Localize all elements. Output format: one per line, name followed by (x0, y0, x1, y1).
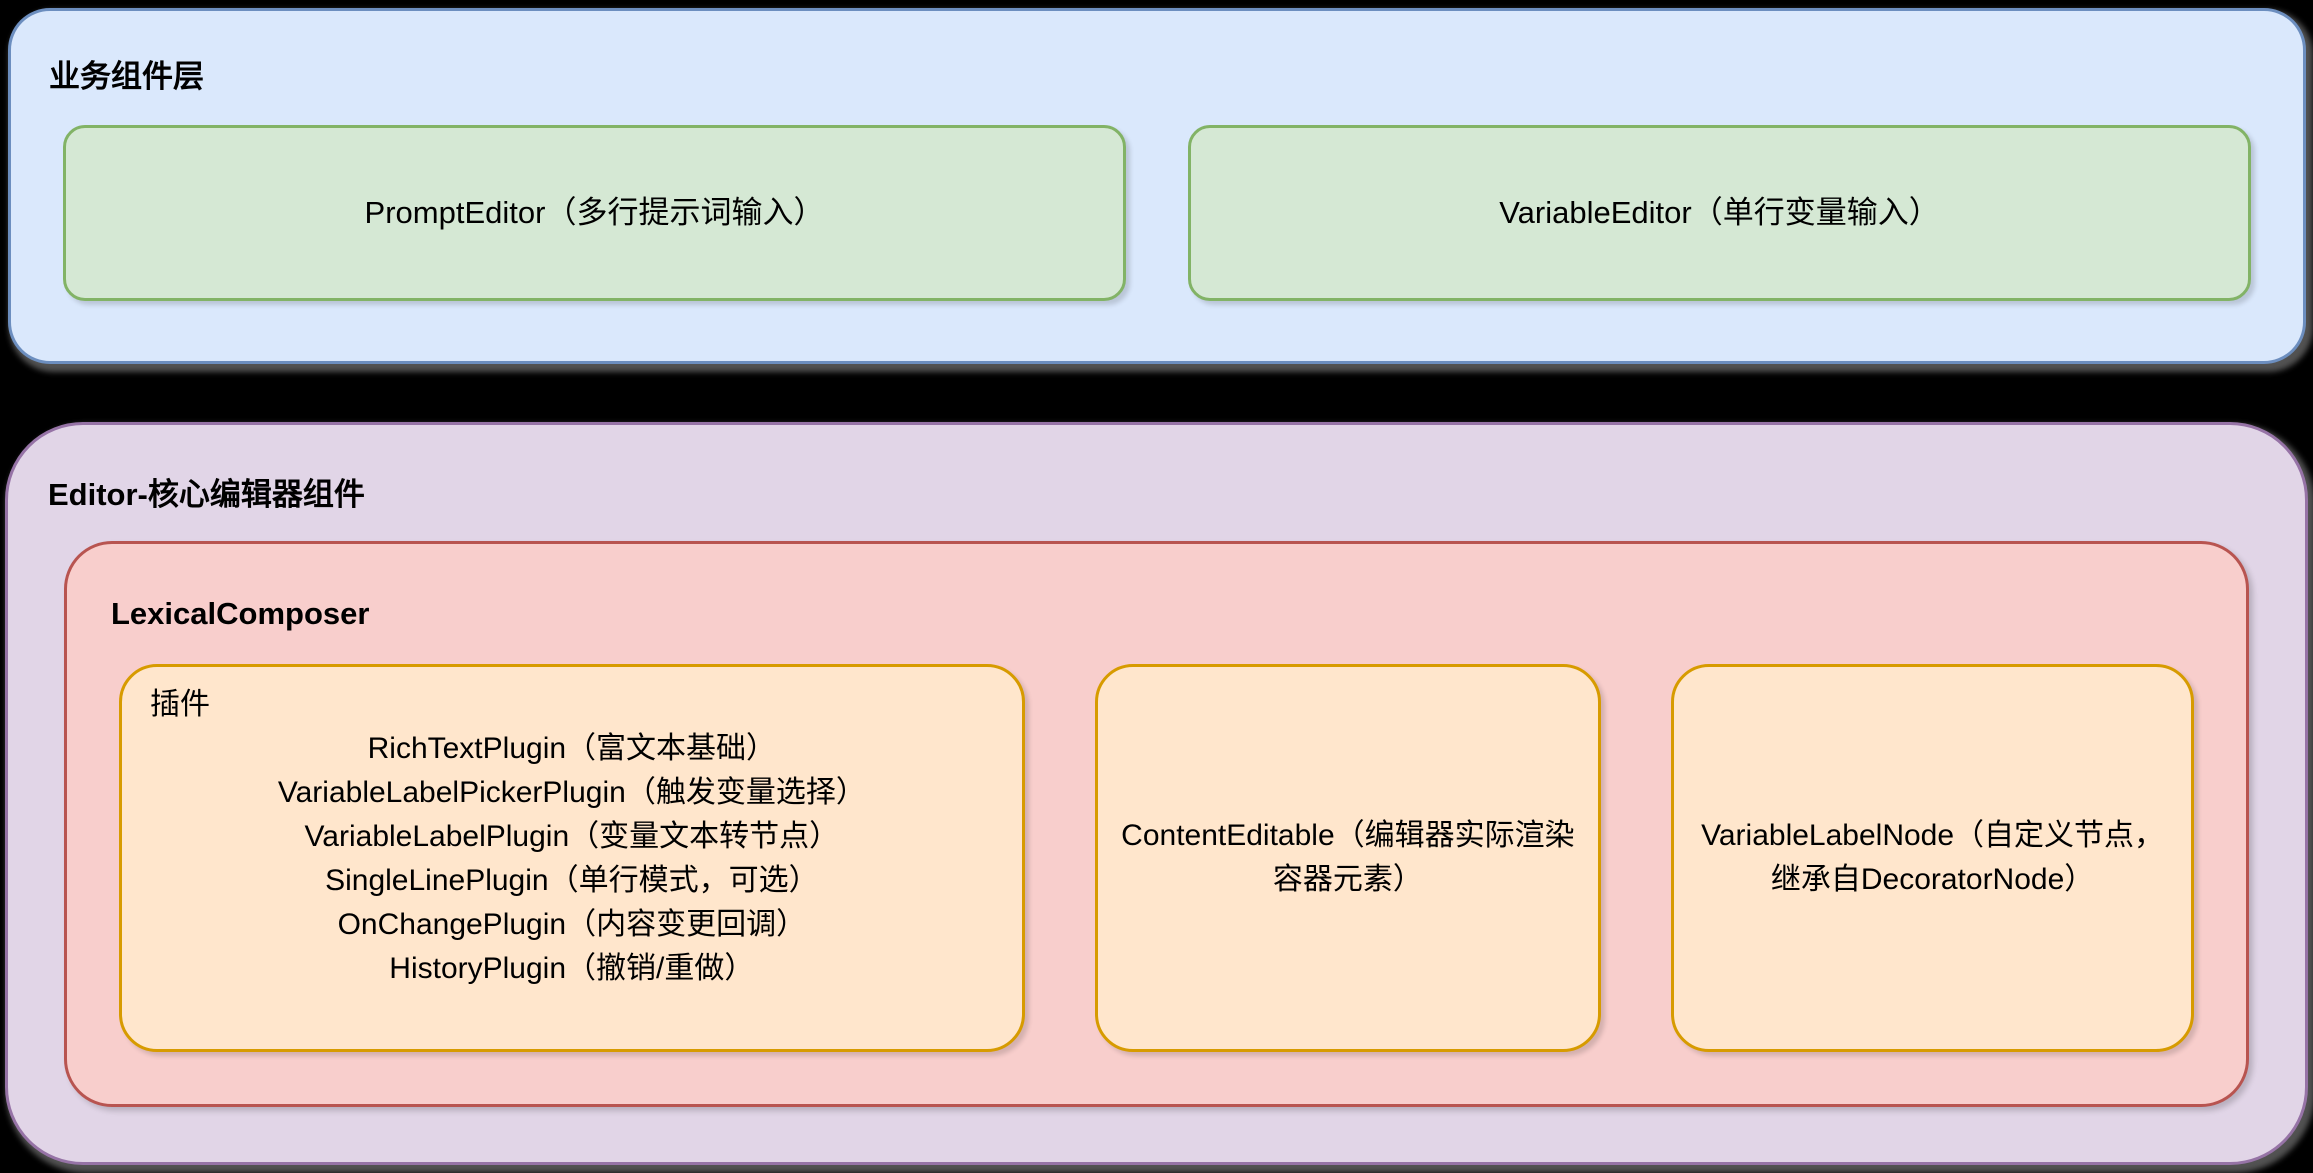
lexical-composer-title: LexicalComposer (111, 596, 370, 631)
plugins-box: 插件 RichTextPlugin（富文本基础） VariableLabelPic… (119, 664, 1025, 1052)
variable-label-node-label: VariableLabelNode（自定义节点，继承自DecoratorNode… (1701, 819, 2165, 896)
content-editable-label: ContentEditable（编辑器实际渲染容器元素） (1121, 819, 1575, 896)
plugins-list: RichTextPlugin（富文本基础） VariableLabelPicker… (150, 727, 994, 991)
plugin-list-item: SingleLinePlugin（单行模式，可选） (325, 864, 819, 897)
plugin-list-item: HistoryPlugin（撤销/重做） (389, 952, 755, 985)
lexical-composer-box: LexicalComposer 插件 RichTextPlugin（富文本基础）… (64, 541, 2249, 1107)
plugin-list-item: OnChangePlugin（内容变更回调） (337, 908, 807, 941)
editor-layer-title: Editor-核心编辑器组件 (48, 477, 365, 512)
composer-boxes-row: 插件 RichTextPlugin（富文本基础） VariableLabelPic… (119, 664, 2194, 1052)
variable-label-node-box: VariableLabelNode（自定义节点，继承自DecoratorNode… (1671, 664, 2194, 1052)
business-boxes-row: PromptEditor（多行提示词输入） VariableEditor（单行变… (63, 125, 2251, 301)
plugin-list-item: VariableLabelPlugin（变量文本转节点） (304, 820, 840, 853)
business-component-layer: 业务组件层 PromptEditor（多行提示词输入） VariableEdit… (8, 8, 2306, 364)
variable-editor-label: VariableEditor（单行变量输入） (1499, 195, 1940, 230)
variable-editor-box: VariableEditor（单行变量输入） (1188, 125, 2251, 301)
business-layer-title: 业务组件层 (49, 59, 204, 94)
prompt-editor-box: PromptEditor（多行提示词输入） (63, 125, 1126, 301)
plugin-list-item: RichTextPlugin（富文本基础） (367, 732, 777, 765)
plugin-list-item: VariableLabelPickerPlugin（触发变量选择） (277, 776, 866, 809)
prompt-editor-label: PromptEditor（多行提示词输入） (364, 195, 825, 230)
plugins-box-title: 插件 (150, 688, 210, 721)
content-editable-box: ContentEditable（编辑器实际渲染容器元素） (1094, 664, 1602, 1052)
editor-core-layer: Editor-核心编辑器组件 LexicalComposer 插件 RichTe… (5, 422, 2308, 1165)
